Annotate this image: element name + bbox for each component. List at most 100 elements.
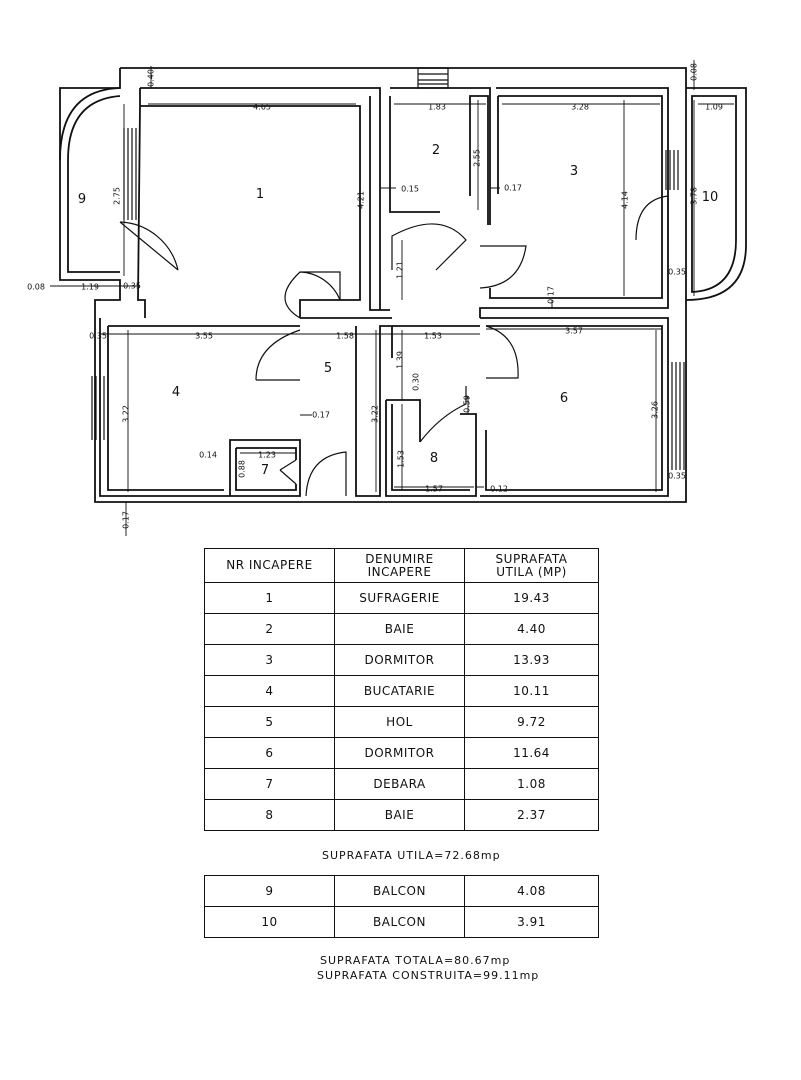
dimension-label: 0.12: [490, 485, 508, 494]
dimension-label: 0.14: [199, 451, 217, 460]
summary-construita: SUPRAFATA CONSTRUITA=99.11mp: [317, 969, 540, 982]
dimension-label: 0.35: [123, 282, 141, 291]
dimension-label: 1.58: [336, 332, 354, 341]
room-area-cell: 2.37: [464, 799, 599, 831]
dimension-label: 0.17: [547, 286, 556, 304]
room-number-2: 2: [432, 143, 440, 158]
dimension-label: 0.08: [690, 63, 699, 81]
room-number-6: 6: [560, 391, 568, 406]
dimension-label: 0.17: [122, 511, 131, 529]
room-number-3: 3: [570, 164, 578, 179]
room-area-cell: 1.08: [464, 768, 599, 800]
dimension-label: 0.17: [504, 184, 522, 193]
dimension-label: 0.40: [147, 69, 156, 87]
walls: [59, 67, 747, 503]
dimension-label: 4.14: [621, 191, 630, 209]
room-number-4: 4: [172, 385, 180, 400]
dimension-label: 0.35: [89, 332, 107, 341]
dimension-label: 1.57: [425, 485, 443, 494]
room-area-cell: 4.40: [464, 613, 599, 645]
room-name-cell: DEBARA: [334, 768, 465, 800]
dimension-label: 3.22: [122, 405, 131, 423]
room-area-cell: 19.43: [464, 582, 599, 614]
dimension-label: 2.55: [473, 149, 482, 167]
room-name-cell: BAIE: [334, 613, 465, 645]
room-area-cell: 10.11: [464, 675, 599, 707]
dimension-labels: 0.40 4.65 1.83 3.28 0.08 1.09 2.75 4.21 0.15 2.55…: [27, 63, 723, 529]
room-area-cell: 4.08: [464, 875, 599, 907]
dimension-label: 1.09: [705, 103, 723, 112]
room-name-cell: DORMITOR: [334, 644, 465, 676]
dimension-label: 0.35: [668, 268, 686, 277]
room-number-5: 5: [324, 361, 332, 376]
dimension-label: 2.75: [113, 187, 122, 205]
dimension-label: 0.17: [312, 411, 330, 420]
dimension-label: 3.57: [565, 327, 583, 336]
doors: [119, 195, 669, 497]
room-number-cell: 3: [204, 644, 335, 676]
room-labels: 1 2 3 4 5 6 7 8 9 10: [78, 143, 718, 478]
dimension-label: 4.65: [253, 103, 271, 112]
room-name-cell: BALCON: [334, 875, 465, 907]
dimension-lines: [50, 60, 734, 536]
room-number-10: 10: [702, 190, 719, 205]
room-area-cell: 13.93: [464, 644, 599, 676]
room-number-7: 7: [261, 463, 269, 478]
room-area-cell: 9.72: [464, 706, 599, 738]
room-number-cell: 10: [204, 906, 335, 938]
dimension-label: 1.83: [428, 103, 446, 112]
room-number-1: 1: [256, 187, 264, 202]
room-area-cell: 3.91: [464, 906, 599, 938]
dimension-label: 1.23: [258, 451, 276, 460]
room-number-cell: 5: [204, 706, 335, 738]
dimension-label: 0.88: [238, 460, 247, 478]
room-name-cell: BAIE: [334, 799, 465, 831]
room-number-cell: 8: [204, 799, 335, 831]
room-area-cell: 11.64: [464, 737, 599, 769]
room-name-cell: SUFRAGERIE: [334, 582, 465, 614]
dimension-label: 3.28: [571, 103, 589, 112]
room-number-cell: 7: [204, 768, 335, 800]
dimension-label: 3.22: [371, 405, 380, 423]
dimension-label: 0.59: [463, 395, 472, 413]
room-number-cell: 2: [204, 613, 335, 645]
dimension-label: 1.53: [424, 332, 442, 341]
windows: [91, 67, 685, 470]
room-name-cell: HOL: [334, 706, 465, 738]
room-number-cell: 4: [204, 675, 335, 707]
dimension-label: 1.39: [396, 351, 405, 369]
dimension-label: 0.08: [27, 283, 45, 292]
room-name-cell: DORMITOR: [334, 737, 465, 769]
room-number-8: 8: [430, 451, 438, 466]
room-name-cell: BALCON: [334, 906, 465, 938]
dimension-label: 1.21: [396, 261, 405, 279]
dimension-label: 3.78: [690, 187, 699, 205]
dimension-label: 3.55: [195, 332, 213, 341]
dimension-label: 0.30: [412, 373, 421, 391]
dimension-label: 0.15: [401, 185, 419, 194]
floor-plan: 1 2 3 4 5 6 7 8 9 10 0.40 4.65 1.83 3.28 0.08 1.09 2.75…: [27, 60, 747, 536]
room-number-cell: 9: [204, 875, 335, 907]
summary-utila: SUPRAFATA UTILA=72.68mp: [322, 849, 501, 862]
summary-totala: SUPRAFATA TOTALA=80.67mp: [320, 954, 511, 967]
dimension-label: 1.53: [397, 450, 406, 468]
room-number-9: 9: [78, 192, 86, 207]
room-name-cell: BUCATARIE: [334, 675, 465, 707]
dimension-label: 4.21: [357, 191, 366, 209]
